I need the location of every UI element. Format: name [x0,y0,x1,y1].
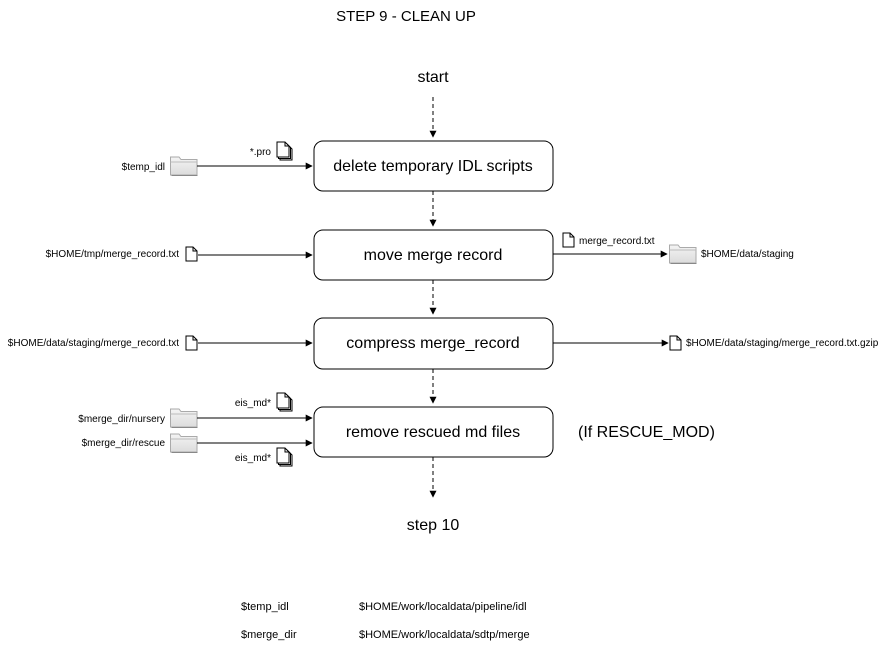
step-remove-md: remove rescued md files (If RESCUE_MOD) [313,406,715,458]
step-compress-record: compress merge_record [313,317,554,370]
source-label: $merge_dir/rescue [82,438,166,449]
file-icon [185,335,198,351]
input-nursery: $merge_dir/nursery eis_md* [78,392,313,428]
source-label: $HOME/tmp/merge_record.txt [46,249,180,260]
variable-legend: $temp_idl $HOME/work/localdata/pipeline/… [241,601,530,641]
source-label: $temp_idl [122,162,165,173]
output-staging-folder: merge_record.txt $HOME/data/staging [553,232,794,264]
source-label: $merge_dir/nursery [78,414,165,425]
source-label: $HOME/data/staging/merge_record.txt [8,338,179,349]
process-label: move merge record [364,247,503,264]
target-label: $HOME/data/staging [701,249,794,260]
target-label: $HOME/data/staging/merge_record.txt.gzip [686,338,879,349]
process-box [313,229,554,281]
legend-value: $HOME/work/localdata/pipeline/idl [359,601,527,613]
file-label: merge_record.txt [579,236,655,247]
file-icon [669,335,682,351]
condition-note: (If RESCUE_MOD) [578,424,715,441]
file-label: eis_md* [235,453,271,464]
input-rescue: $merge_dir/rescue eis_md* [82,433,313,467]
file-stack-icon [276,447,293,467]
process-label: remove rescued md files [346,424,520,441]
file-label: *.pro [250,147,272,158]
step-delete-scripts: delete temporary IDL scripts [313,140,554,192]
input-staging-merge-record: $HOME/data/staging/merge_record.txt [8,335,313,351]
legend-name: $temp_idl [241,601,289,613]
step-move-record: move merge record [313,229,554,281]
file-stack-icon [276,141,293,161]
folder-icon [669,244,697,264]
legend-name: $merge_dir [241,629,297,641]
process-label: delete temporary IDL scripts [333,158,532,175]
output-gzip-file: $HOME/data/staging/merge_record.txt.gzip [553,335,879,351]
input-tmp-merge-record: $HOME/tmp/merge_record.txt [46,246,313,262]
folder-icon [170,156,198,176]
folder-icon [170,433,198,453]
file-icon [562,232,575,248]
diagram-title: STEP 9 - CLEAN UP [336,8,476,25]
process-box [313,140,554,192]
process-label: compress merge_record [346,335,519,352]
file-stack-icon [276,392,293,412]
file-icon [185,246,198,262]
legend-value: $HOME/work/localdata/sdtp/merge [359,629,530,641]
process-box [313,406,554,458]
start-label: start [417,69,449,86]
folder-icon [170,408,198,428]
end-label: step 10 [407,517,460,534]
input-temp-idl: $temp_idl *.pro [122,141,313,176]
file-label: eis_md* [235,398,271,409]
